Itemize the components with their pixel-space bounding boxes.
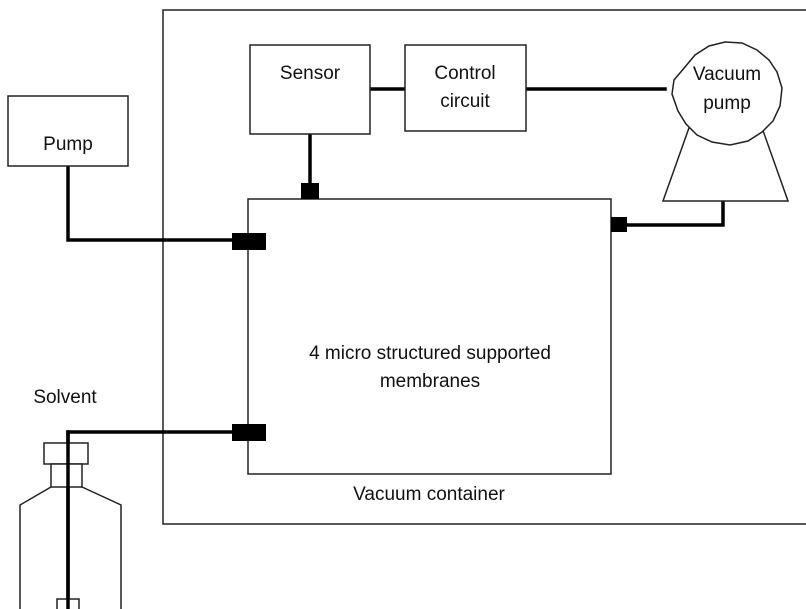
vacuum-pump-label-line1: Vacuum (693, 64, 761, 85)
sensor-label: Sensor (280, 63, 341, 84)
control-circuit-label-line2: circuit (440, 91, 490, 112)
sensor-fitting (301, 183, 319, 199)
solvent-label: Solvent (33, 387, 97, 408)
bottle-body (19, 486, 122, 609)
vacuum-container-label: Vacuum container (353, 484, 505, 505)
solvent-pipe (66, 430, 250, 609)
control-circuit-box (404, 44, 527, 132)
vacuum-pump-head (671, 41, 783, 146)
pump-inlet-pipe (66, 164, 250, 242)
housing-frame (162, 9, 806, 525)
vacuum-line-pipe (624, 199, 725, 227)
pump-label: Pump (43, 134, 93, 155)
membrane-container-box (247, 198, 612, 475)
vacuum-pump-label-line2: pump (703, 93, 751, 114)
pump-box (7, 95, 129, 167)
pump-inlet-fitting (232, 233, 266, 250)
control-circuit-label-line1: Control (434, 63, 495, 84)
bottle-cap (43, 442, 89, 465)
vacuum-outlet-fitting (611, 217, 627, 232)
membranes-label-line2: membranes (380, 371, 480, 392)
membranes-label-line1: 4 micro structured supported (309, 343, 551, 364)
sensor-box (249, 44, 371, 135)
solvent-inlet-fitting (232, 424, 266, 441)
